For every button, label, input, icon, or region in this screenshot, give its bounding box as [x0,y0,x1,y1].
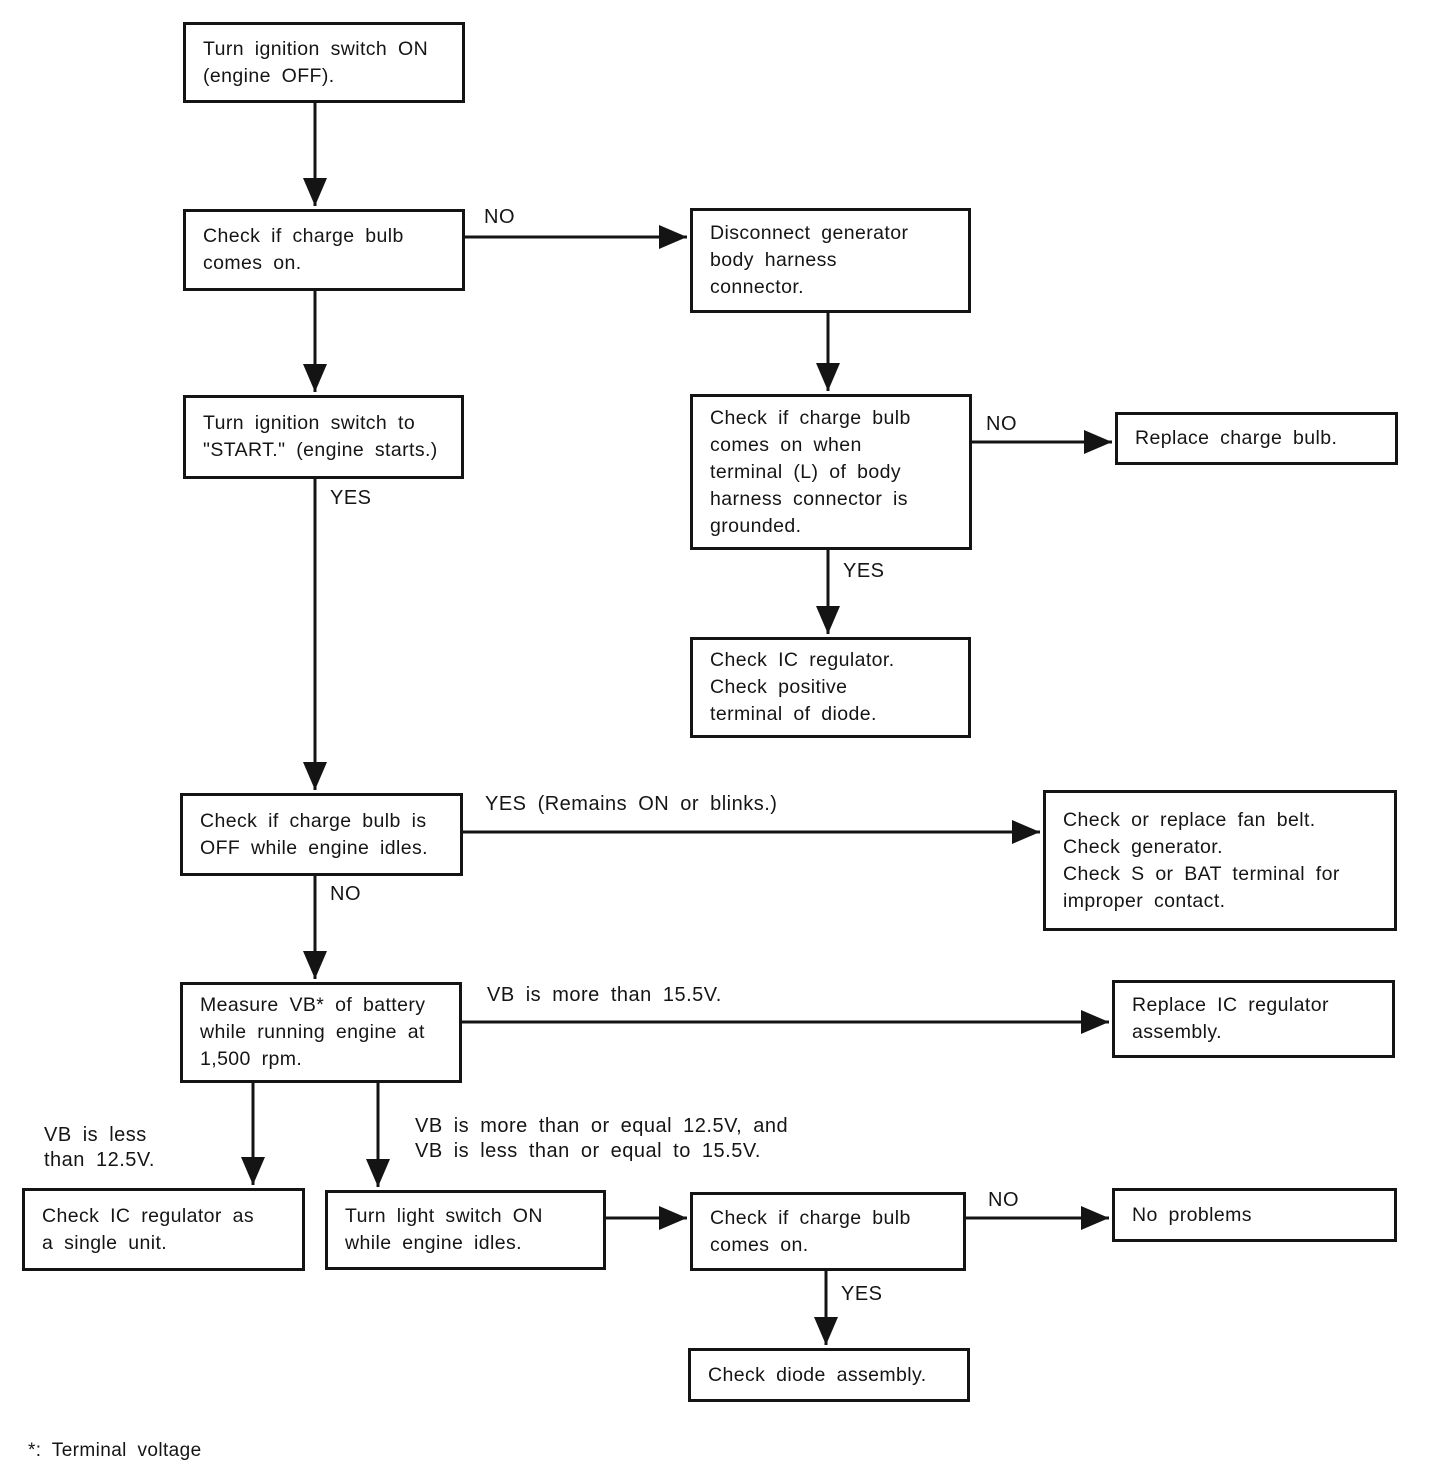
node-light-switch-on: Turn light switch ON while engine idles. [325,1190,606,1270]
node-replace-charge-bulb: Replace charge bulb. [1115,412,1398,465]
label-no-light: NO [988,1189,1019,1211]
node-check-ic-single-unit: Check IC regulator as a single unit. [22,1188,305,1271]
node-measure-vb-text: Measure VB* of battery while running eng… [200,994,426,1070]
label-no-grounded: NO [986,413,1017,435]
label-no-idle: NO [330,883,361,905]
label-no-check-bulb: NO [484,206,515,228]
node-replace-ic-regulator-text: Replace IC regulator assembly. [1132,994,1329,1043]
label-yes-remains-on: YES (Remains ON or blinks.) [485,793,778,815]
node-no-problems-text: No problems [1132,1203,1252,1226]
node-check-charge-bulb: Check if charge bulb comes on. [183,209,465,291]
node-ignition-switch-start: Turn ignition switch to "START." (engine… [183,395,464,479]
node-ignition-switch-on: Turn ignition switch ON (engine OFF). [183,22,465,103]
node-ignition-switch-start-text: Turn ignition switch to "START." (engine… [203,412,438,461]
node-check-bulb-light: Check if charge bulb comes on. [690,1192,966,1271]
node-no-problems: No problems [1112,1188,1397,1242]
node-check-ic-regulator-diode: Check IC regulator. Check positive termi… [690,637,971,738]
node-ignition-switch-on-text: Turn ignition switch ON (engine OFF). [203,37,429,87]
node-check-bulb-off-idle-text: Check if charge bulb is OFF while engine… [200,809,428,859]
node-check-bulb-grounded-text: Check if charge bulb comes on when termi… [710,406,911,537]
node-light-switch-on-text: Turn light switch ON while engine idles. [345,1205,543,1254]
node-check-bulb-off-idle: Check if charge bulb is OFF while engine… [180,793,463,876]
node-check-ic-regulator-diode-text: Check IC regulator. Check positive termi… [710,649,895,725]
node-measure-vb: Measure VB* of battery while running eng… [180,982,462,1083]
label-vb-between: VB is more than or equal 12.5V, and VB i… [415,1115,789,1162]
node-check-diode-assembly: Check diode assembly. [688,1348,970,1402]
node-check-bulb-grounded: Check if charge bulb comes on when termi… [690,394,972,550]
node-check-fan-belt-text: Check or replace fan belt. Check generat… [1063,808,1340,912]
label-yes-grounded: YES [843,560,885,582]
label-vb-less-12-5: VB is less than 12.5V. [44,1124,155,1171]
label-vb-more-15-5: VB is more than 15.5V. [487,984,722,1006]
node-disconnect-connector: Disconnect generator body harness connec… [690,208,971,313]
node-check-charge-bulb-text: Check if charge bulb comes on. [203,225,404,274]
label-yes-start: YES [330,487,372,509]
node-check-fan-belt: Check or replace fan belt. Check generat… [1043,790,1397,931]
node-replace-charge-bulb-text: Replace charge bulb. [1135,427,1338,449]
label-yes-light: YES [841,1283,883,1305]
node-check-ic-single-unit-text: Check IC regulator as a single unit. [42,1204,254,1254]
node-replace-ic-regulator: Replace IC regulator assembly. [1112,980,1395,1058]
node-check-bulb-light-text: Check if charge bulb comes on. [710,1206,911,1256]
node-check-diode-assembly-text: Check diode assembly. [708,1363,927,1386]
footnote-terminal-voltage: *: Terminal voltage [28,1440,202,1461]
node-disconnect-connector-text: Disconnect generator body harness connec… [710,222,909,298]
